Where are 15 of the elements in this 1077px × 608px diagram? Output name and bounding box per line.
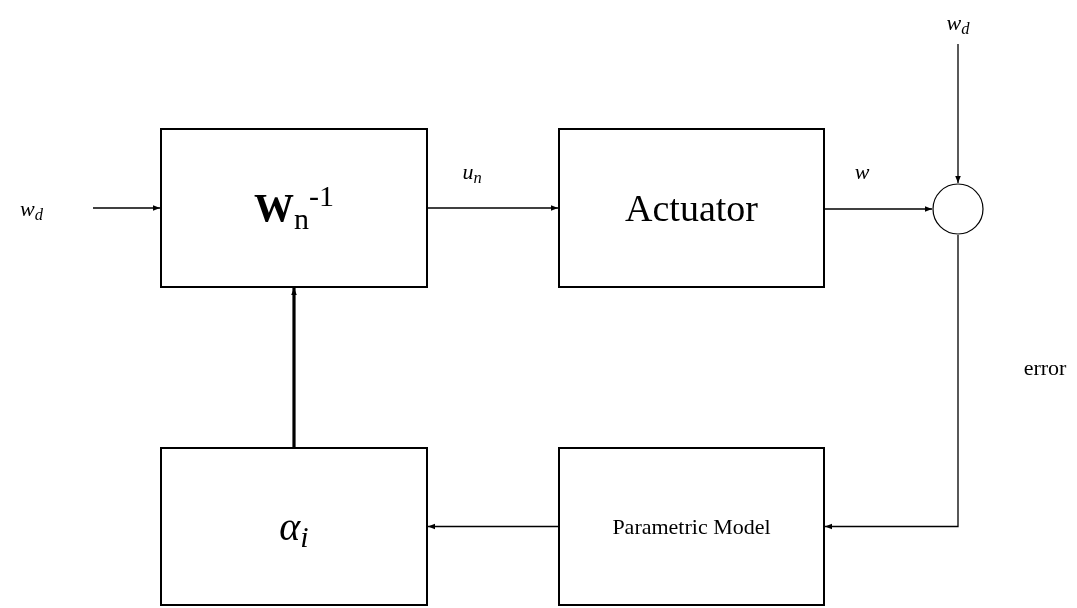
arrow xyxy=(92,205,161,211)
block xyxy=(558,447,825,606)
block-label: Actuator xyxy=(625,189,758,227)
block-label: Parametric Model xyxy=(612,515,771,538)
block xyxy=(160,447,428,606)
block xyxy=(160,128,428,288)
summing-junction xyxy=(932,183,984,235)
arrow xyxy=(955,43,961,184)
arrow xyxy=(427,523,559,530)
arrow xyxy=(291,288,297,447)
arrow xyxy=(824,234,959,530)
block-label: α$_{i}$ xyxy=(279,506,309,547)
arrow xyxy=(824,206,933,212)
arrow xyxy=(427,205,559,211)
block xyxy=(558,128,825,288)
